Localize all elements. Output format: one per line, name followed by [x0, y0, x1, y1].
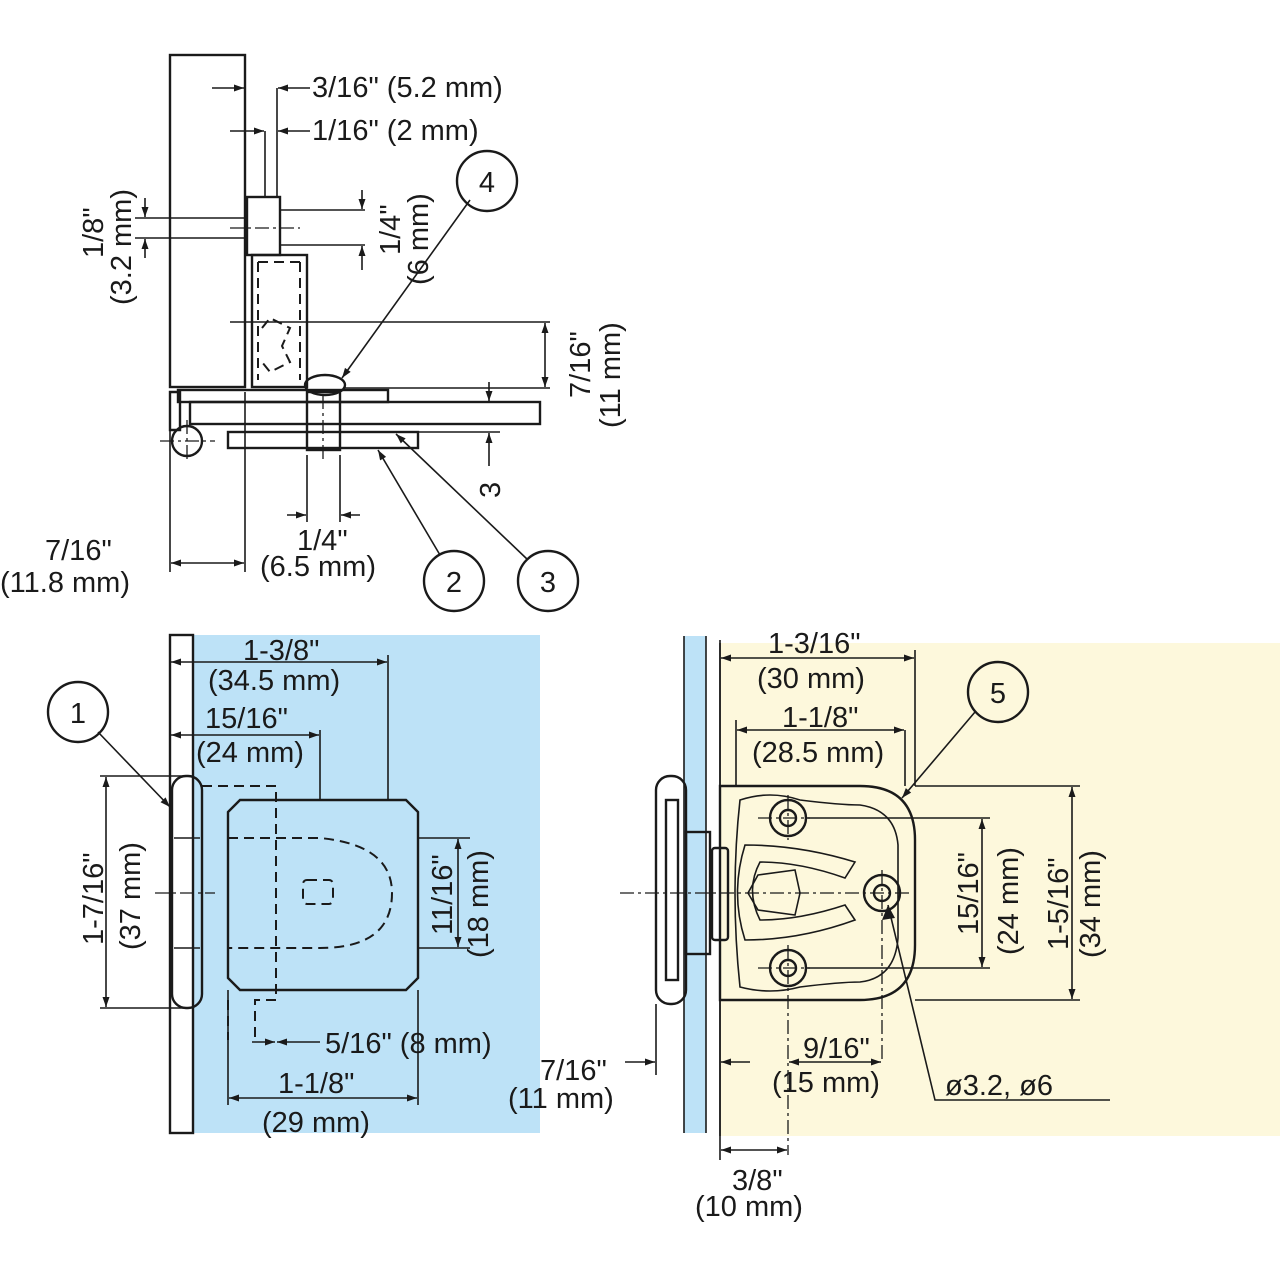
dim-plate-holes-mm: (24 mm)	[993, 847, 1025, 955]
dim-front-bottom-in: 1-1/8"	[278, 1068, 354, 1100]
callout-1: 1	[46, 680, 110, 744]
dim-1-4-mm: (6 mm)	[403, 193, 435, 285]
hinge-plate-front	[226, 798, 420, 992]
callout-5: 5	[966, 660, 1030, 724]
hinge-leaf-side	[176, 388, 390, 404]
mounting-plate-view: 1-3/16" (30 mm) 1-1/8" (28.5 mm) 15/16" …	[508, 628, 1280, 1223]
side-section-view: 3/16" (5.2 mm) 1/16" (2 mm) 1/8" (3.2 mm…	[0, 53, 627, 599]
dim-plate-9-16-in: 9/16"	[803, 1033, 870, 1065]
dim-plate-hole-dia: ø3.2, ø6	[945, 1070, 1053, 1102]
dim-front-height-in: 1-7/16"	[78, 852, 110, 945]
callout-2-label: 2	[446, 567, 462, 599]
dim-plate-top-mm: (30 mm)	[757, 663, 865, 695]
dim-1-16: 1/16" (2 mm)	[312, 115, 479, 147]
washer-4-side	[303, 373, 347, 397]
dim-plate-mid-mm: (28.5 mm)	[752, 737, 884, 769]
dim-1-8-mm: (3.2 mm)	[106, 189, 138, 305]
glass-panel-front	[193, 635, 540, 1133]
dim-plate-top-in: 1-3/16"	[768, 628, 861, 660]
dim-plate-left-mm: (11 mm)	[508, 1083, 614, 1115]
glass-edge-plate	[684, 636, 706, 1133]
dim-pivot-mm: (6.5 mm)	[260, 551, 376, 583]
dim-3-16: 3/16" (5.2 mm)	[312, 72, 503, 104]
dim-plate-mid-in: 1-1/8"	[782, 702, 858, 734]
dim-plate-3-8-mm: (10 mm)	[695, 1191, 803, 1223]
dim-front-mid-mm: (24 mm)	[196, 737, 304, 769]
callout-1-label: 1	[70, 698, 86, 730]
dim-front-5-16: 5/16" (8 mm)	[325, 1028, 492, 1060]
hinge-knuckle-front	[170, 774, 204, 1010]
pivot-cap-side	[245, 195, 282, 257]
dim-front-height-mm: (37 mm)	[115, 842, 147, 950]
dim-3: 3	[475, 482, 507, 498]
front-view: 1-3/8" (34.5 mm) 15/16" (24 mm) 1-7/16" …	[78, 633, 540, 1139]
wood-edge-front	[168, 633, 195, 1135]
callout-4: 4	[455, 149, 519, 213]
dim-plate-3-8-in: 3/8"	[732, 1165, 783, 1197]
dim-front-mid-in: 15/16"	[205, 703, 288, 735]
callout-5-label: 5	[990, 678, 1006, 710]
callout-2: 2	[422, 549, 486, 613]
dim-front-top-in: 1-3/8"	[243, 635, 319, 667]
dim-plate-9-16-mm: (15 mm)	[772, 1067, 880, 1099]
dim-plate-height-in: 1-5/16"	[1043, 857, 1075, 950]
hinge-knuckle-plate	[654, 774, 688, 1006]
glass-plate-side	[188, 400, 542, 426]
dim-pivot-in: 1/4"	[297, 525, 348, 557]
mounting-plate	[718, 784, 917, 1002]
callout-3-label: 3	[540, 567, 556, 599]
dim-7-16-mm: (11 mm)	[595, 322, 627, 428]
dim-front-right-mm: (18 mm)	[463, 850, 495, 958]
dim-plate-height-mm: (34 mm)	[1075, 850, 1107, 958]
dim-left-mm: (11.8 mm)	[0, 567, 130, 599]
dim-1-8-in: 1/8"	[78, 207, 110, 258]
dim-front-bottom-mm: (29 mm)	[262, 1107, 370, 1139]
dim-plate-holes-in: 15/16"	[953, 852, 985, 935]
dim-front-right-in: 11/16"	[427, 854, 459, 935]
dim-7-16-in: 7/16"	[565, 331, 597, 398]
wood-panel-side	[168, 53, 247, 389]
wood-panel-plate	[720, 643, 1280, 1136]
callout-4-label: 4	[479, 167, 495, 199]
dim-left-in: 7/16"	[45, 535, 112, 567]
dim-plate-left-in: 7/16"	[540, 1055, 607, 1087]
dim-1-4-in: 1/4"	[375, 204, 407, 255]
dim-front-top-mm: (34.5 mm)	[208, 665, 340, 697]
callout-3: 3	[516, 549, 580, 613]
